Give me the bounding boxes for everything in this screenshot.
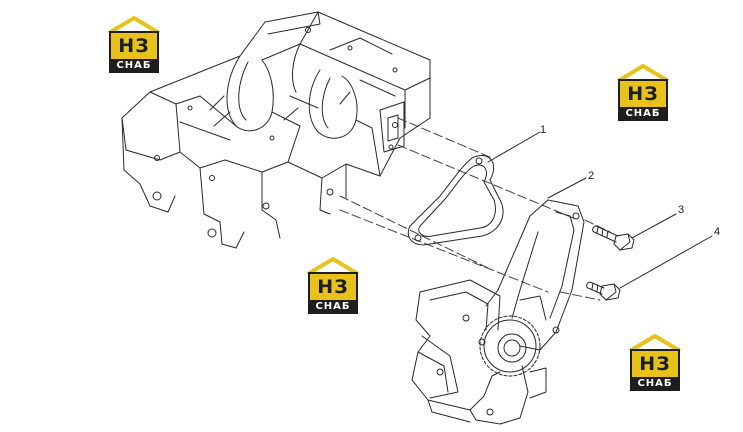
watermark-logo: НЗ СНАБ: [624, 334, 686, 392]
logo-roof-icon: [107, 16, 161, 34]
watermark-logo: НЗ СНАБ: [103, 16, 165, 74]
oil-pump-assembly: [411, 199, 585, 425]
logo-roof-icon: [616, 64, 670, 82]
alignment-lines: [339, 117, 611, 301]
callout-3: 3: [678, 204, 685, 216]
logo-roof-icon: [628, 334, 682, 352]
callout-2: 2: [588, 170, 595, 182]
leader-lines: [487, 131, 713, 289]
watermark-logo: НЗ СНАБ: [612, 64, 674, 122]
bolt-short: [586, 281, 621, 301]
callout-4: 4: [714, 226, 721, 238]
bolt-long: [592, 225, 635, 251]
callout-1: 1: [540, 124, 547, 136]
watermark-logo: НЗ СНАБ: [302, 257, 364, 315]
logo-roof-icon: [306, 257, 360, 275]
gasket: [407, 155, 504, 246]
crankcase-block: [121, 11, 431, 249]
